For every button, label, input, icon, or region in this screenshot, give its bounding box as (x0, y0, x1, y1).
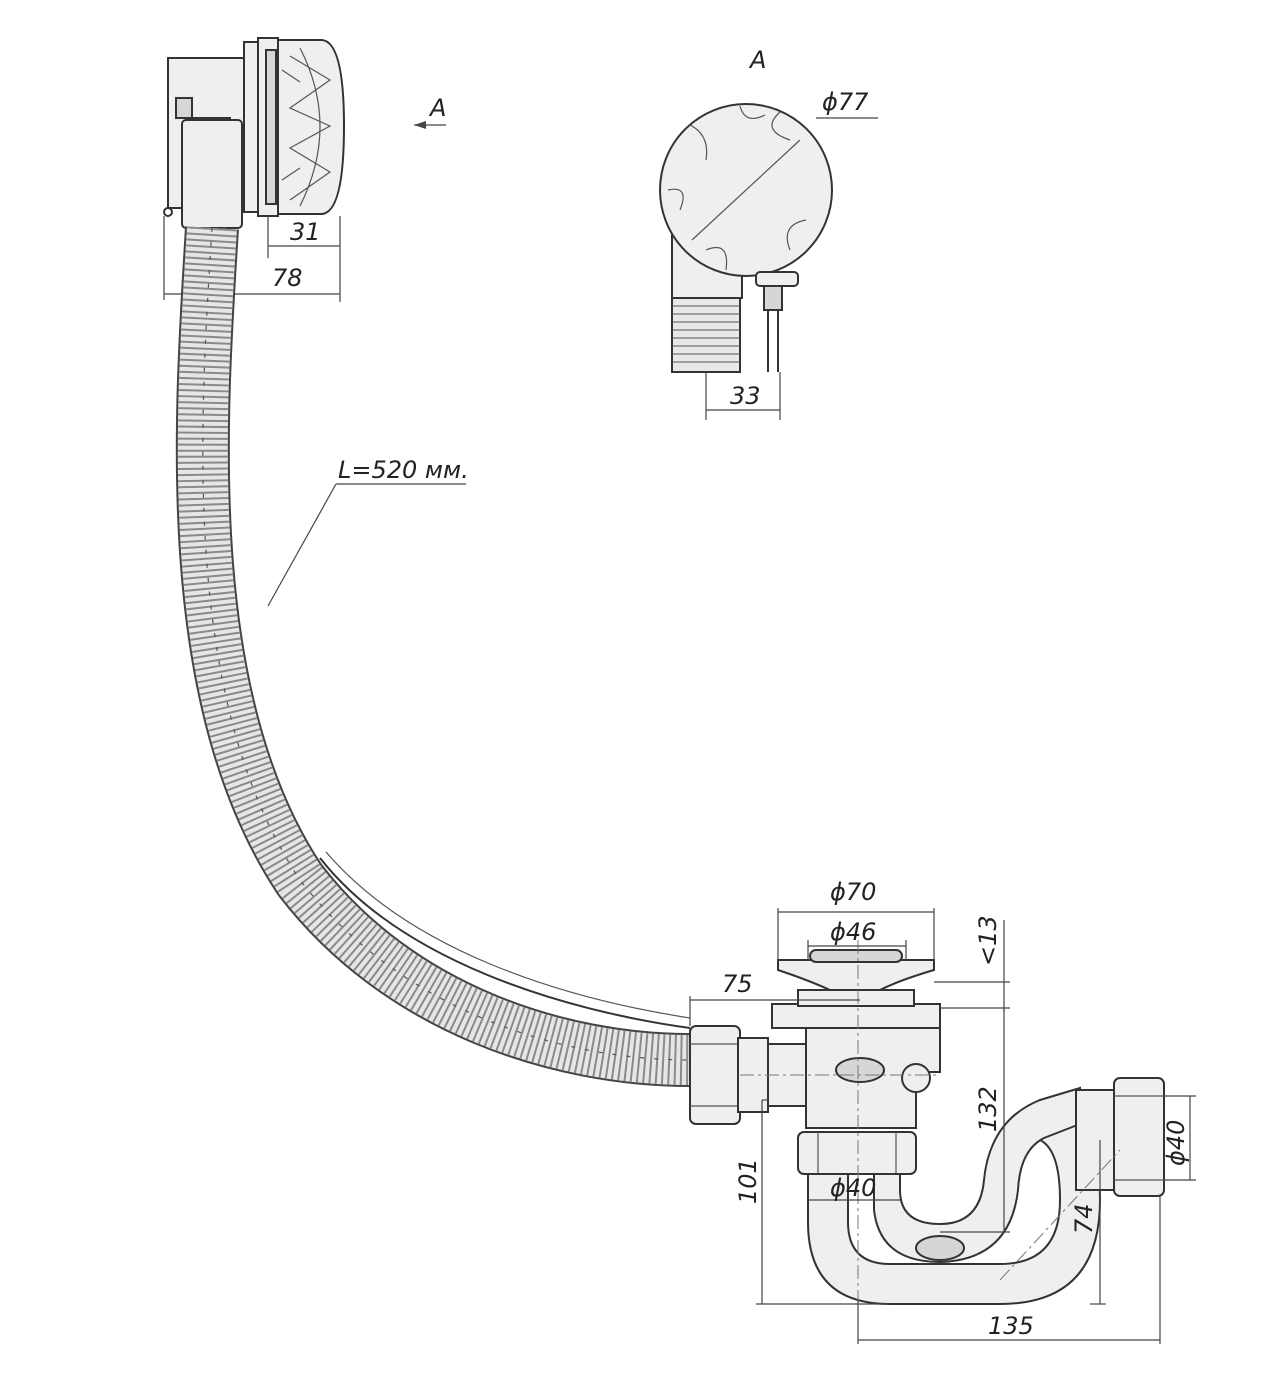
dimension-flange-outer: ϕ70 (777, 878, 935, 962)
svg-text:ϕ77: ϕ77 (822, 88, 869, 116)
svg-text:78: 78 (272, 264, 303, 292)
dimension-trap-depth: 101 (734, 1099, 890, 1305)
dimension-trap-bend: 74 (1070, 1140, 1106, 1305)
svg-text:101: 101 (734, 1158, 762, 1204)
dimension-hose-offset: 75 (689, 970, 860, 1026)
view-a-detail: A (659, 46, 833, 373)
dimension-hose-length: L=520 мм. (267, 456, 469, 607)
dimension-cover-diameter: ϕ77 (816, 88, 878, 119)
svg-text:ϕ40: ϕ40 (830, 1174, 876, 1202)
dimension-trap-length: 135 (857, 1196, 1161, 1344)
svg-text:ϕ46: ϕ46 (830, 918, 876, 946)
svg-text:<13: <13 (974, 915, 1002, 966)
dimension-body-height: 132 (940, 1008, 1010, 1233)
corrugated-hose (175, 226, 691, 1087)
view-marker-a: A (414, 94, 446, 129)
overflow-assembly (163, 37, 346, 229)
svg-text:74: 74 (1070, 1203, 1098, 1234)
svg-text:75: 75 (722, 970, 753, 998)
dimension-view-hose: 33 (705, 372, 781, 420)
view-a-title: A (748, 46, 766, 74)
view-marker-label: A (428, 94, 446, 122)
dimension-outlet-diameter: ϕ40 (1162, 1095, 1196, 1181)
svg-text:L=520 мм.: L=520 мм. (338, 456, 469, 484)
svg-text:ϕ70: ϕ70 (830, 878, 876, 906)
svg-text:33: 33 (730, 382, 761, 410)
dimension-flange-height: <13 (934, 915, 1010, 1012)
dimension-flange-inner: ϕ46 (807, 918, 907, 960)
svg-text:132: 132 (974, 1086, 1002, 1132)
svg-text:ϕ40: ϕ40 (1162, 1120, 1190, 1166)
drain-assembly (689, 940, 1165, 1340)
dimension-outlet-depth: 31 (267, 216, 341, 302)
svg-text:135: 135 (988, 1312, 1034, 1340)
dimension-trap-inlet: ϕ40 (808, 1174, 900, 1202)
svg-text:31: 31 (290, 218, 321, 246)
